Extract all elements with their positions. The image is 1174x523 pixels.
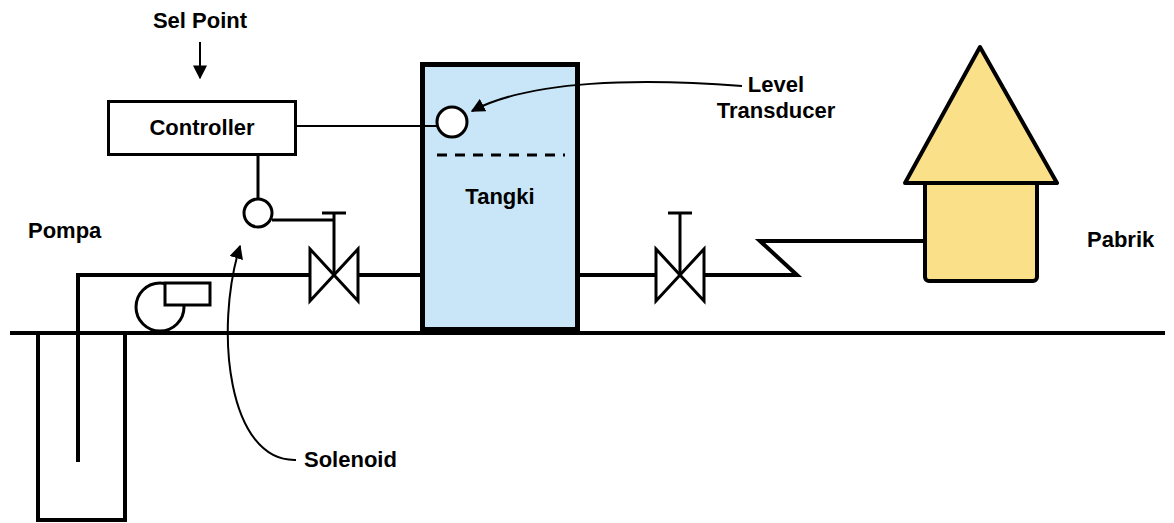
leader-line [228,246,296,460]
house-wall [925,181,1037,281]
solenoid-symbol [244,199,272,227]
solenoid-label: Solenoid [304,447,434,473]
valve-handle [668,212,692,215]
signal-line [297,125,420,127]
valve-handle [322,212,346,215]
house-roof [905,47,1057,183]
outlet-pipe [580,241,925,275]
leader-line [472,82,742,111]
factory-label: Pabrik [1087,227,1154,253]
control-wire [257,155,260,199]
valve-symbol [656,249,704,301]
pump-label: Pompa [28,218,128,244]
tank-label: Tangki [465,184,534,210]
tank-fill [422,64,578,330]
valve-symbol [310,249,358,301]
level-transducer-symbol [437,107,467,137]
controller-box: Controller [107,100,297,156]
tank: Tangki [420,62,580,332]
setpoint-arrow [199,42,201,78]
solenoid-link [272,219,334,222]
well [38,333,125,520]
water-level [437,154,565,157]
valve-stem [679,213,682,275]
pump-motor [165,283,210,305]
transducer-label: Level Transducer [712,72,840,125]
controller-label: Controller [149,115,254,141]
valve-stem [333,213,336,275]
ground-line [10,331,1165,335]
factory-house: Pabrik [925,45,1165,283]
setpoint-label: Sel Point [120,8,280,34]
